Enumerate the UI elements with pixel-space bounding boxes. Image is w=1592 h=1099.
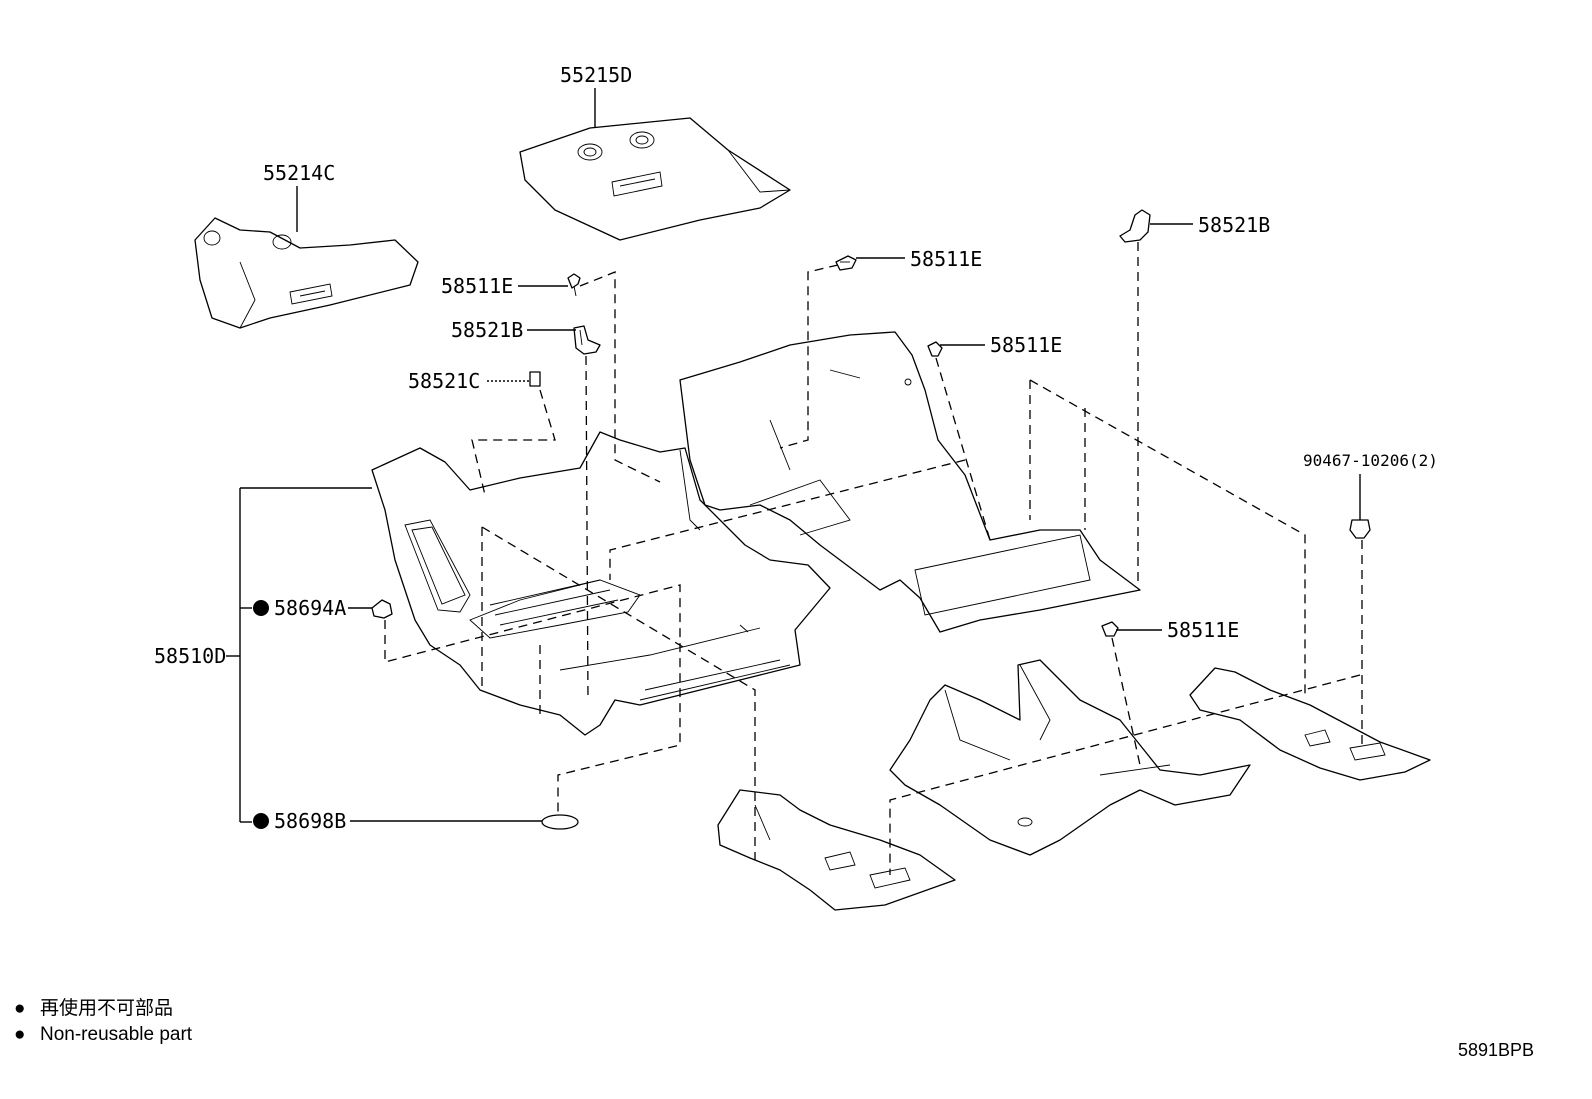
label-58521C: 58521C: [408, 369, 480, 393]
part-55214C[interactable]: [194, 217, 419, 329]
part-55215D[interactable]: [519, 117, 791, 241]
label-58521B-right: 58521B: [1198, 213, 1270, 237]
fastener-58511E-lower[interactable]: [1101, 621, 1119, 637]
reference-code: 5891BPB: [1458, 1040, 1534, 1060]
label-55214C: 55214C: [263, 161, 335, 185]
non-reusable-marker-58694A: [253, 600, 269, 616]
label-58698B: 58698B: [274, 809, 346, 833]
part-58510D-center[interactable]: [679, 331, 1141, 633]
callout-labels: 55215D 55214C 58511E 58521B 58521C 58511…: [154, 63, 1438, 833]
label-55215D: 55215D: [560, 63, 632, 87]
tape-58521C[interactable]: [529, 371, 541, 387]
fastener-58511E-center-top[interactable]: [835, 255, 857, 271]
legend-bullet-2: ●: [14, 1024, 25, 1045]
part-58510D-front-left[interactable]: [717, 789, 956, 911]
clip-90467-10206[interactable]: [1349, 519, 1371, 539]
part-58510D-left[interactable]: [371, 431, 831, 736]
legend-japanese: 再使用不可部品: [40, 997, 173, 1019]
clip-58521B-right[interactable]: [1119, 209, 1151, 243]
legend-bullet-1: ●: [14, 998, 25, 1019]
non-reusable-marker-58698B: [253, 813, 269, 829]
spacer-58698B[interactable]: [541, 814, 579, 830]
label-58521B-left: 58521B: [451, 318, 523, 342]
label-58511E-left: 58511E: [441, 274, 513, 298]
legend-english: Non-reusable part: [40, 1024, 193, 1045]
label-58510D: 58510D: [154, 644, 226, 668]
clip-58521B-left[interactable]: [573, 325, 601, 355]
leader-lines: [226, 88, 1361, 823]
legend: ● 再使用不可部品 ● Non-reusable part: [14, 997, 193, 1045]
part-58510D-front-right[interactable]: [1189, 667, 1431, 781]
label-58511E-center: 58511E: [990, 333, 1062, 357]
fastener-58511E-left[interactable]: [567, 273, 581, 297]
label-90467-10206: 90467-10206(2): [1303, 451, 1438, 470]
label-58511E-lower: 58511E: [1167, 618, 1239, 642]
label-58511E-top: 58511E: [910, 247, 982, 271]
label-58694A: 58694A: [274, 596, 346, 620]
retainer-58694A[interactable]: [371, 599, 393, 619]
part-58510D-rear-right[interactable]: [889, 659, 1251, 856]
assembly-dashed-lines: [384, 242, 1363, 875]
fastener-58511E-center[interactable]: [927, 341, 943, 357]
